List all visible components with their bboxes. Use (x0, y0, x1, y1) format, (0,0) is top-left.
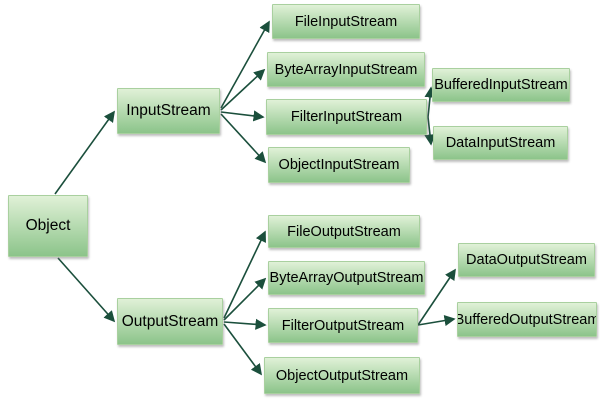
connector-output-stream-to-file-output-stream (223, 230, 266, 319)
connector-filter-input-stream-to-data-input-stream (424, 116, 436, 146)
node-byte-array-output-stream: ByteArrayOutputStream (268, 261, 425, 295)
connector-object-to-output-stream (57, 257, 116, 323)
node-buffered-input-stream: BufferedInputStream (432, 68, 570, 102)
connector-output-stream-to-filter-output-stream (223, 318, 267, 330)
node-filter-input-stream: FilterInputStream (266, 99, 427, 135)
node-file-input-stream: FileInputStream (272, 4, 420, 39)
node-input-stream: InputStream (117, 88, 220, 134)
connector-input-stream-to-file-input-stream (220, 20, 270, 109)
connector-input-stream-to-object-input-stream (220, 113, 267, 164)
connector-filter-output-stream-to-data-output-stream (417, 268, 456, 326)
node-byte-array-input-stream: ByteArrayInputStream (267, 52, 425, 87)
node-file-output-stream: FileOutputStream (268, 215, 420, 248)
node-object: Object (8, 195, 88, 257)
node-buffered-output-stream: BufferedOutputStream (457, 302, 597, 337)
connector-filter-output-stream-to-buffered-output-stream (417, 315, 456, 327)
node-output-stream: OutputStream (117, 298, 223, 345)
connector-input-stream-to-filter-input-stream (220, 110, 265, 122)
node-data-output-stream: DataOutputStream (458, 243, 595, 277)
node-data-input-stream: DataInputStream (433, 126, 568, 160)
node-filter-output-stream: FilterOutputStream (268, 308, 418, 343)
connector-object-to-input-stream (54, 110, 115, 195)
connector-output-stream-to-byte-array-output-stream (223, 277, 267, 321)
connector-filter-input-stream-to-buffered-input-stream (424, 86, 436, 118)
node-object-output-stream: ObjectOutputStream (264, 357, 420, 394)
connector-input-stream-to-byte-array-input-stream (220, 68, 266, 111)
connector-output-stream-to-object-output-stream (223, 323, 262, 376)
node-object-input-stream: ObjectInputStream (268, 147, 410, 183)
